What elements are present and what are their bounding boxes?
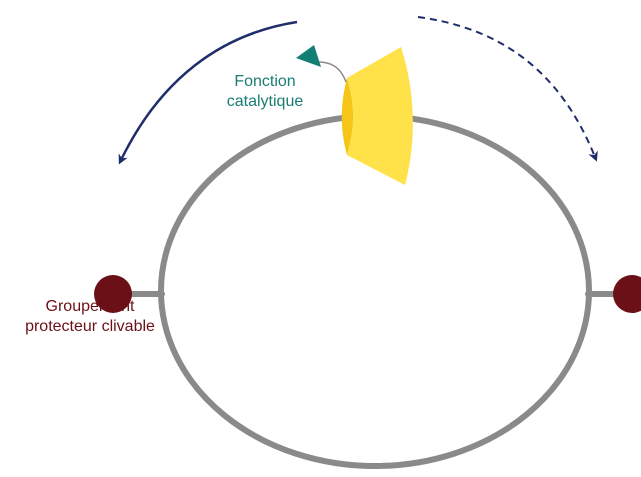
catalytic-function-label: Fonction catalytique [195, 72, 335, 112]
catalytic-group-icon [296, 45, 321, 67]
catalytic-label-line1: Fonction [234, 73, 296, 90]
catalyst-shuttle-shade [341, 78, 353, 155]
protective-label-line1: Groupement [45, 298, 135, 315]
protective-group-label: Groupement protecteur clivable [0, 297, 180, 337]
catalytic-label-line2: catalytique [226, 93, 304, 110]
protective-label-line2: protecteur clivable [25, 318, 155, 335]
protective-group-left-icon [94, 275, 132, 313]
rotation-arrow-solid [118, 20, 298, 165]
catalytic-link [317, 61, 347, 83]
catalyst-shuttle-body [347, 47, 413, 185]
rotation-arrow-dashed [417, 16, 598, 162]
catalyst-shuttle [341, 47, 413, 185]
protective-group-right-icon [613, 275, 641, 313]
